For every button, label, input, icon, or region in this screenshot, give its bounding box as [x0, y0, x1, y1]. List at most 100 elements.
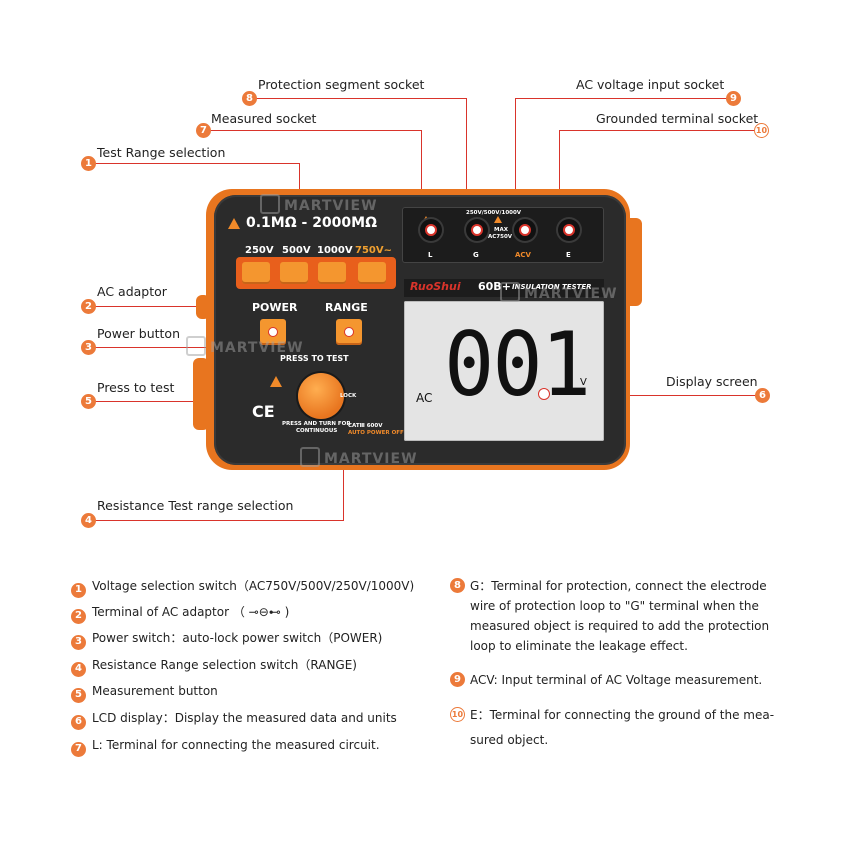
- callout-label-3: Power button: [97, 326, 180, 341]
- press-turn-label: PRESS AND TURN FOR: [282, 421, 351, 427]
- lcd-value: 001: [444, 313, 591, 416]
- callout-label-2: AC adaptor: [97, 284, 167, 299]
- socket-label-l: L: [428, 251, 433, 259]
- voltage-selector-bar: [236, 257, 396, 289]
- wire-10-v: [559, 130, 560, 232]
- legend-number-8: 8: [450, 578, 465, 593]
- watermark-logo-icon: [260, 194, 280, 214]
- max-rating-label: MAX: [494, 227, 508, 233]
- watermark-logo-icon: [186, 336, 206, 356]
- callout-label-7: Measured socket: [211, 111, 317, 126]
- press-to-test-knob[interactable]: [298, 373, 344, 419]
- device-side-tab-left-lower: [193, 358, 209, 430]
- socket-panel: 250V/500V/1000V MAX AC750V L G ACV E: [402, 207, 604, 263]
- wire-3-h: [94, 347, 272, 348]
- warning-icon: [228, 218, 240, 229]
- auto-power-off-label: AUTO POWER OFF: [348, 430, 404, 436]
- watermark-logo-icon: [300, 447, 320, 467]
- wire-4-h: [94, 520, 343, 521]
- callout-number-10: 10: [754, 123, 769, 138]
- callout-number-8: 8: [242, 91, 257, 106]
- callout-number-2: 2: [81, 299, 96, 314]
- socket-label-g: G: [473, 251, 479, 259]
- range-button[interactable]: [336, 319, 362, 345]
- lcd-unit: V: [580, 377, 587, 388]
- callout-number-6: 6: [755, 388, 770, 403]
- socket-l[interactable]: [420, 219, 442, 241]
- wire-2-h: [94, 306, 206, 307]
- callout-label-1: Test Range selection: [97, 145, 226, 160]
- wire-8-h: [256, 98, 466, 99]
- legend-text-8-line-3: measured object is required to add the p…: [470, 619, 770, 633]
- wire-9-v: [515, 98, 516, 232]
- voltage-button-250v[interactable]: [242, 262, 270, 284]
- device-face: 0.1MΩ - 2000MΩ 250V 500V 1000V 750V~ POW…: [214, 195, 626, 465]
- voltage-label-1000v: 1000V: [317, 245, 353, 256]
- watermark-top: MARTVIEW: [260, 194, 378, 214]
- range-button-marker: [344, 327, 354, 337]
- power-button-marker: [268, 327, 278, 337]
- legend-text-10-line-2: sured object.: [470, 733, 549, 747]
- lcd-display: AC 001 V: [404, 301, 604, 441]
- callout-label-5: Press to test: [97, 380, 175, 395]
- wire-9-h: [515, 98, 732, 99]
- brand-strip: RuoShui 60B+ INSULATION TESTER: [404, 279, 604, 297]
- power-button[interactable]: [260, 319, 286, 345]
- press-to-test-label: PRESS TO TEST: [280, 354, 349, 363]
- range-title: 0.1MΩ - 2000MΩ: [246, 215, 377, 231]
- voltage-button-500v[interactable]: [280, 262, 308, 284]
- callout-label-8: Protection segment socket: [258, 77, 425, 92]
- socket-rating-label: 250V/500V/1000V: [466, 210, 522, 216]
- callout-label-10: Grounded terminal socket: [596, 111, 759, 126]
- wire-1-h: [94, 163, 299, 164]
- wire-7-v: [421, 130, 422, 232]
- knob-warning-icon: [270, 376, 282, 387]
- range-button-label: RANGE: [325, 301, 368, 314]
- lcd-callout-marker: [538, 388, 550, 400]
- max-value-label: AC750V: [488, 234, 513, 240]
- callout-number-7: 7: [196, 123, 211, 138]
- wire-7-h: [210, 130, 421, 131]
- voltage-label-500v: 500V: [282, 245, 311, 256]
- voltage-label-750v: 750V~: [355, 245, 392, 256]
- legend-text-8-line-1: G：Terminal for protection, connect the e…: [470, 579, 767, 593]
- socket-label-e: E: [566, 251, 571, 259]
- continuous-label: CONTINUOUS: [296, 428, 338, 434]
- socket-g[interactable]: [466, 219, 488, 241]
- socket-e[interactable]: [558, 219, 580, 241]
- callout-label-6: Display screen: [666, 374, 758, 389]
- cat-rating-label: CATⅢ 600V: [348, 423, 383, 429]
- lock-label: LOCK: [340, 393, 357, 399]
- watermark-bottom: MARTVIEW: [300, 447, 418, 467]
- callout-number-3: 3: [81, 340, 96, 355]
- watermark-right: MARTVIEW: [500, 282, 618, 302]
- legend-text-9-line-1: ACV: Input terminal of AC Voltage measur…: [470, 673, 763, 687]
- insulation-tester-device: 0.1MΩ - 2000MΩ 250V 500V 1000V 750V~ POW…: [206, 189, 630, 470]
- callout-label-4: Resistance Test range selection: [97, 498, 294, 513]
- socket-acv[interactable]: [514, 219, 536, 241]
- device-subtitle: INSULATION TESTER: [512, 283, 592, 291]
- lcd-mode: AC: [416, 391, 433, 405]
- wire-10-h: [559, 130, 759, 131]
- brand-name: RuoShui: [410, 280, 461, 293]
- wire-8-v: [466, 98, 467, 232]
- watermark-middle: MARTVIEW: [186, 336, 304, 356]
- callout-number-4: 4: [81, 513, 96, 528]
- legend-number-9: 9: [450, 672, 465, 687]
- legend-text-8-line-2: wire of protection loop to "G" terminal …: [470, 599, 759, 613]
- voltage-button-750v[interactable]: [358, 262, 386, 284]
- wire-6-h: [545, 395, 760, 396]
- voltage-button-1000v[interactable]: [318, 262, 346, 284]
- callout-label-9: AC voltage input socket: [576, 77, 725, 92]
- ce-mark: CE: [252, 402, 275, 421]
- legend-text-10-line-1: E：Terminal for connecting the ground of …: [470, 708, 775, 722]
- callout-number-5: 5: [81, 394, 96, 409]
- callout-number-1: 1: [81, 156, 96, 171]
- voltage-label-250v: 250V: [245, 245, 274, 256]
